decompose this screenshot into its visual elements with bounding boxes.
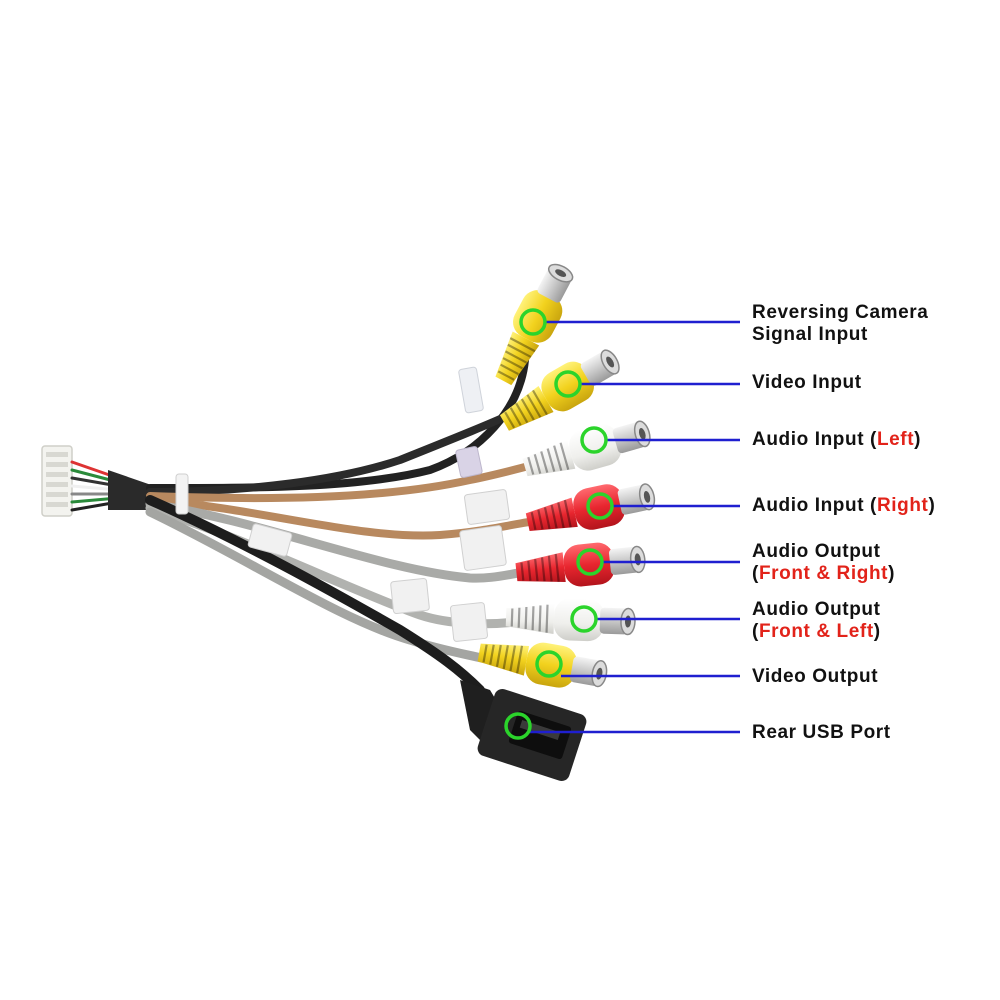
- label-audio-input-right: Audio Input (Right): [752, 495, 935, 517]
- label-line: Reversing Camera: [752, 302, 929, 323]
- marker-ring: [535, 650, 563, 678]
- usb-port-icon: [460, 680, 587, 782]
- label-text: ): [873, 621, 881, 642]
- label-text: ): [928, 495, 936, 516]
- label-reversing-camera: Reversing Camera Signal Input: [752, 302, 928, 346]
- marker-ring: [504, 712, 532, 740]
- label-text: (: [752, 621, 759, 642]
- label-highlight: Front & Right: [758, 563, 889, 584]
- marker-ring: [580, 426, 608, 454]
- label-highlight: Right: [876, 495, 929, 516]
- label-line: Audio Output: [752, 599, 881, 620]
- marker-ring: [519, 308, 547, 336]
- rca-plug-audio-input-right: [522, 473, 660, 544]
- label-highlight: Front & Left: [758, 621, 874, 642]
- label-rear-usb: Rear USB Port: [752, 722, 891, 743]
- label-audio-output-front-left: Audio Output (Front & Left): [752, 599, 881, 643]
- cables: [145, 356, 549, 695]
- marker-ring: [570, 605, 598, 633]
- label-text: ): [888, 563, 896, 584]
- label-audio-input-left: Audio Input (Left): [752, 429, 921, 451]
- label-highlight: Left: [876, 429, 915, 450]
- label-line: Audio Output: [752, 541, 881, 562]
- label-line: Signal Input: [752, 324, 868, 345]
- marker-ring: [576, 548, 604, 576]
- rca-plug-audio-output-front-right: [513, 536, 649, 595]
- leader-lines: [530, 320, 740, 734]
- marker-rings: [504, 308, 614, 740]
- marker-ring: [554, 370, 582, 398]
- label-video-output: Video Output: [752, 666, 879, 687]
- label-audio-output-front-right: Audio Output (Front & Right): [752, 541, 895, 585]
- label-text: Audio Input (: [752, 495, 877, 516]
- label-video-input: Video Input: [752, 372, 862, 393]
- harness-plug: [41, 445, 73, 517]
- rca-plug-video-output: [474, 630, 611, 697]
- label-text: Audio Input (: [752, 429, 877, 450]
- label-text: ): [914, 429, 922, 450]
- marker-ring: [586, 492, 614, 520]
- label-text: (: [752, 563, 759, 584]
